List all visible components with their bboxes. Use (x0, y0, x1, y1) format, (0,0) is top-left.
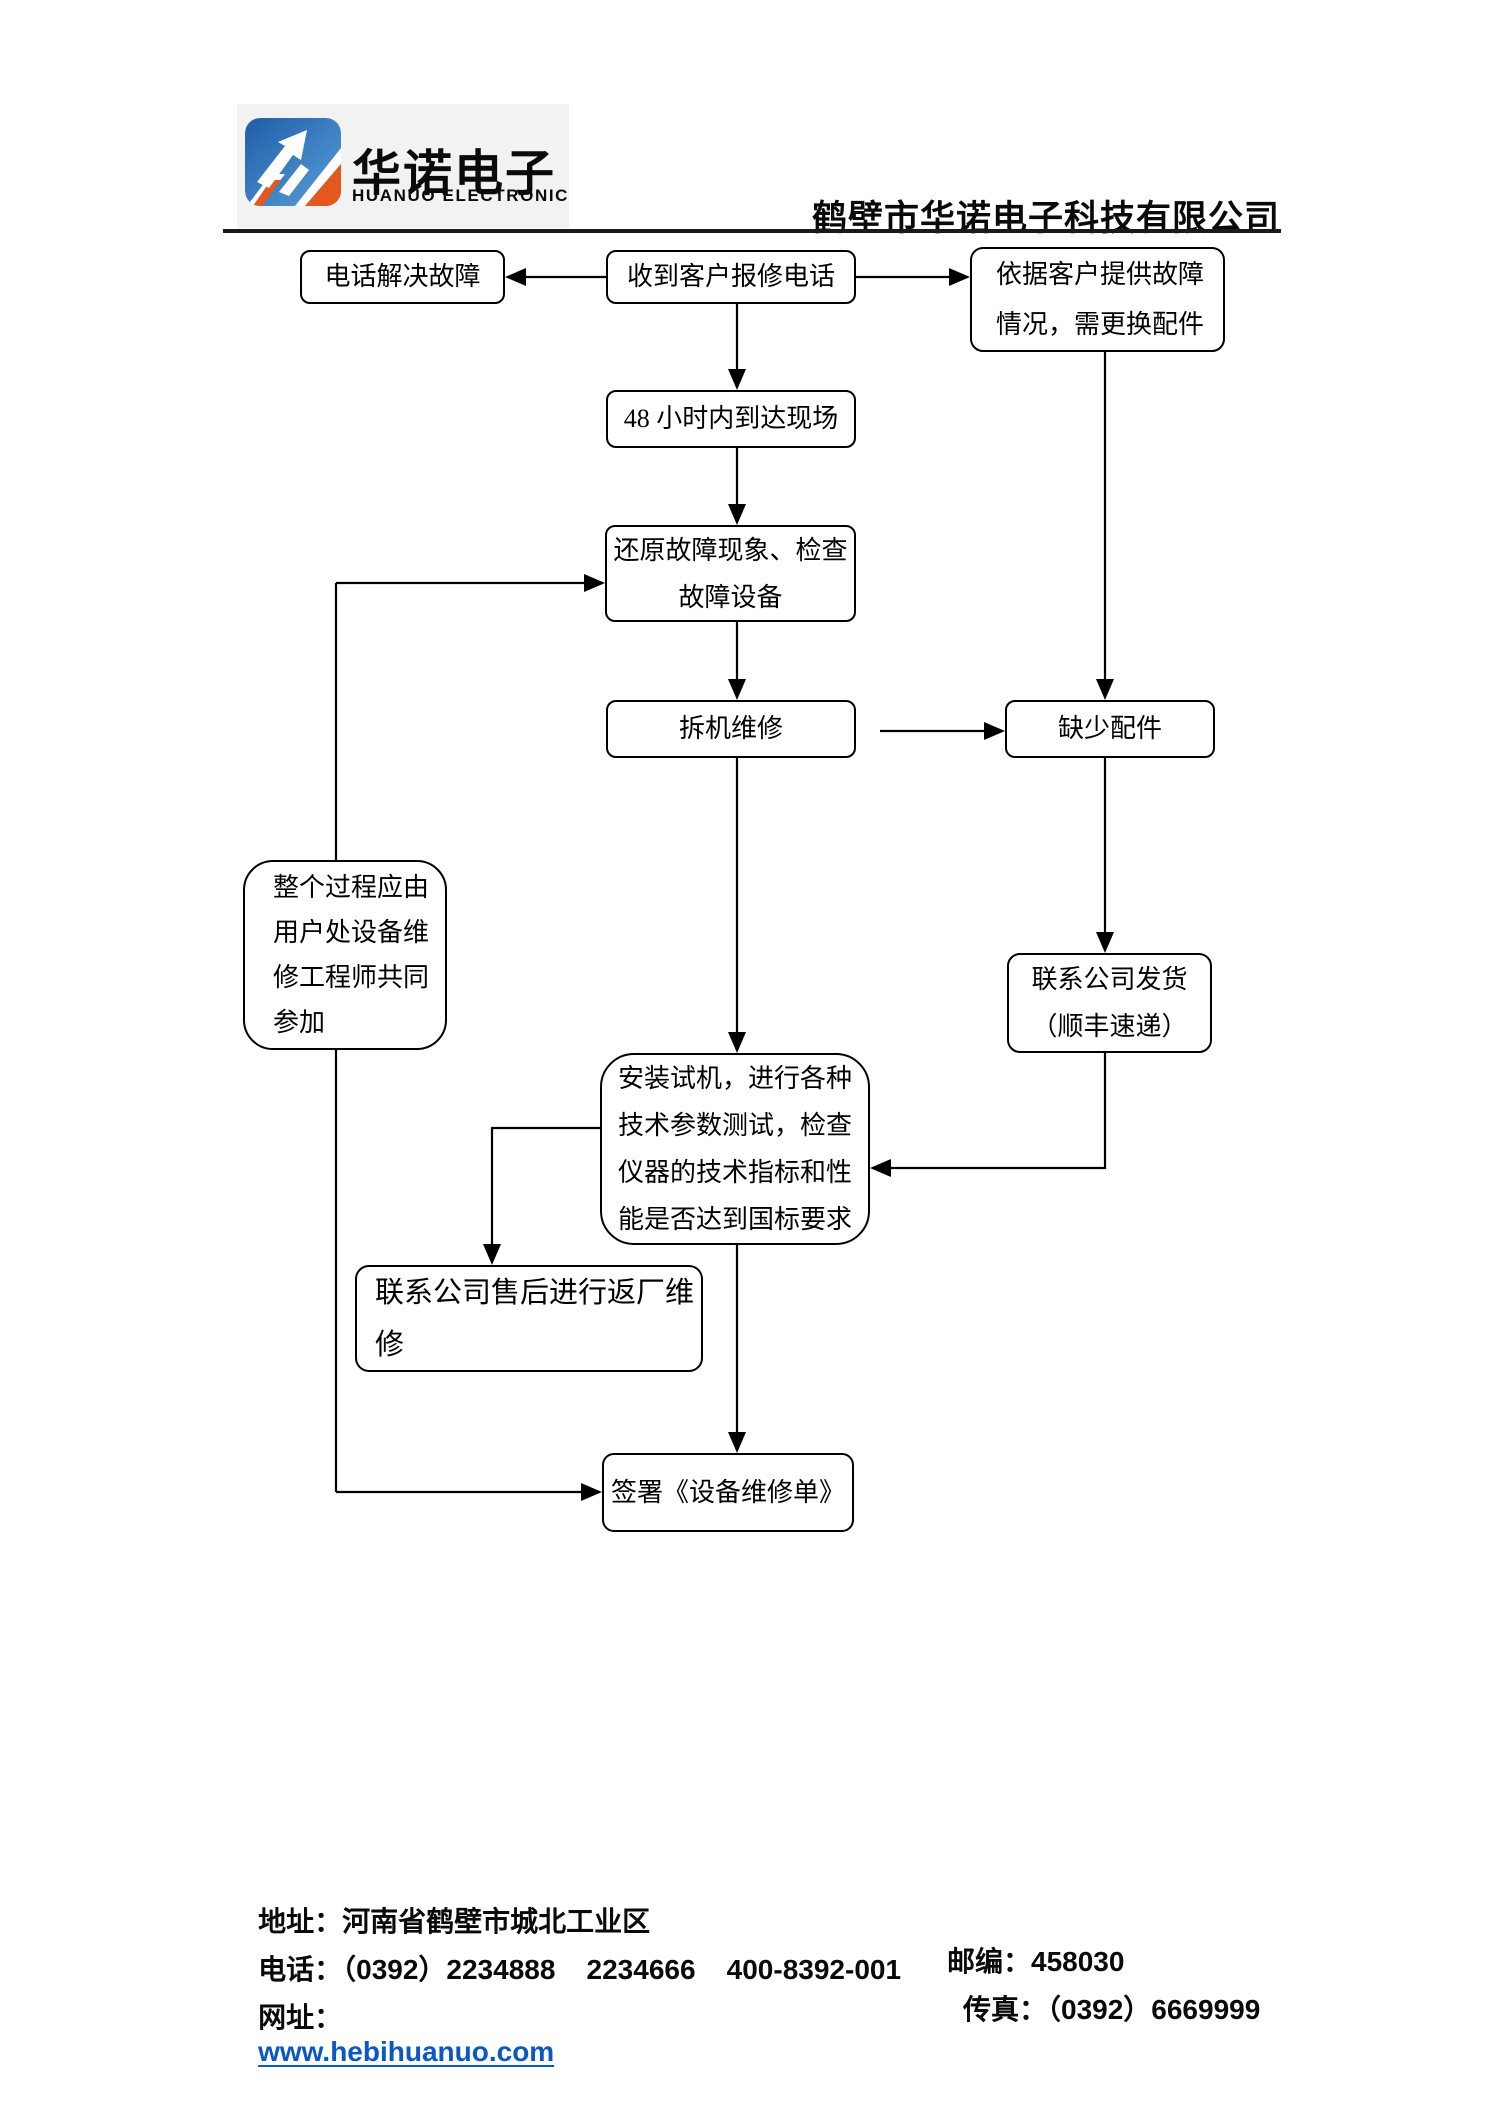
arrowhead (505, 268, 526, 286)
arrowhead (728, 504, 746, 525)
footer-link-huanuodianzi[interactable]: www.huanuodianzi.com (258, 2100, 576, 2104)
arrowhead (984, 722, 1005, 740)
arrowhead (1096, 679, 1114, 700)
flow-node-receive-call: 收到客户报修电话 (606, 250, 856, 304)
arrowhead (728, 1432, 746, 1453)
arrow-ship-to-install (889, 1053, 1107, 1170)
flow-node-joint-note: 整个过程应由 用户处设备维 修工程师共同 参加 (243, 860, 447, 1050)
huanuo-logo-emblem-icon (245, 118, 341, 206)
arrowhead (581, 1483, 602, 1501)
footer-website-row: 网址： www.hebihuanuo.com www.huanuodianzi.… (227, 1964, 1337, 2104)
flow-node-return-factory: 联系公司售后进行返厂维 修 (355, 1265, 703, 1372)
arrowhead (1096, 932, 1114, 953)
arrowhead (483, 1244, 501, 1265)
arrowhead (728, 1032, 746, 1053)
footer-postcode: 邮编：458030 (947, 1946, 1125, 1977)
footer-address: 地址：河南省鹤壁市城北工业区 (258, 1906, 651, 1937)
header-rule (223, 229, 1281, 233)
flow-node-phone-resolve: 电话解决故障 (300, 250, 505, 304)
brand-name-cn: 华诺电子 (352, 147, 557, 201)
arrowhead (728, 679, 746, 700)
footer-fax: 传真：（0392）6669999 (963, 1994, 1261, 2025)
footer-link-hebihuanuo[interactable]: www.hebihuanuo.com (258, 2036, 555, 2067)
flow-node-missing-parts: 缺少配件 (1005, 700, 1215, 758)
flow-node-company-ship: 联系公司发货 （顺丰速递） (1007, 953, 1212, 1053)
footer-website-label: 网址： (258, 2002, 343, 2033)
footer-phone-row: 电话：（0392）2234888 2234666 400-8392-001 传真… (227, 1916, 1337, 2025)
flow-node-restore-check: 还原故障现象、检查 故障设备 (605, 525, 856, 622)
footer-phone: 电话：（0392）2234888 2234666 400-8392-001 (258, 1954, 902, 1985)
arrowhead (584, 574, 605, 592)
arrow-install-to-return (490, 1126, 600, 1246)
flow-node-disassemble-repair: 拆机维修 (606, 700, 856, 758)
arrowhead (728, 369, 746, 390)
flow-node-arrive-48h: 48 小时内到达现场 (606, 390, 856, 448)
brand-name-en: HUANUO ELECTRONIC (352, 186, 570, 205)
arrowhead (870, 1159, 891, 1177)
arrowhead (949, 268, 970, 286)
footer-address-row: 地址：河南省鹤壁市城北工业区 邮编：458030 (227, 1868, 1337, 1977)
flow-node-need-parts: 依据客户提供故障 情况，需更换配件 (970, 247, 1225, 352)
flow-node-install-test: 安装试机，进行各种 技术参数测试，检查 仪器的技术指标和性 能是否达到国标要求 (600, 1053, 870, 1245)
flow-node-sign-form: 签署《设备维修单》 (602, 1453, 854, 1532)
